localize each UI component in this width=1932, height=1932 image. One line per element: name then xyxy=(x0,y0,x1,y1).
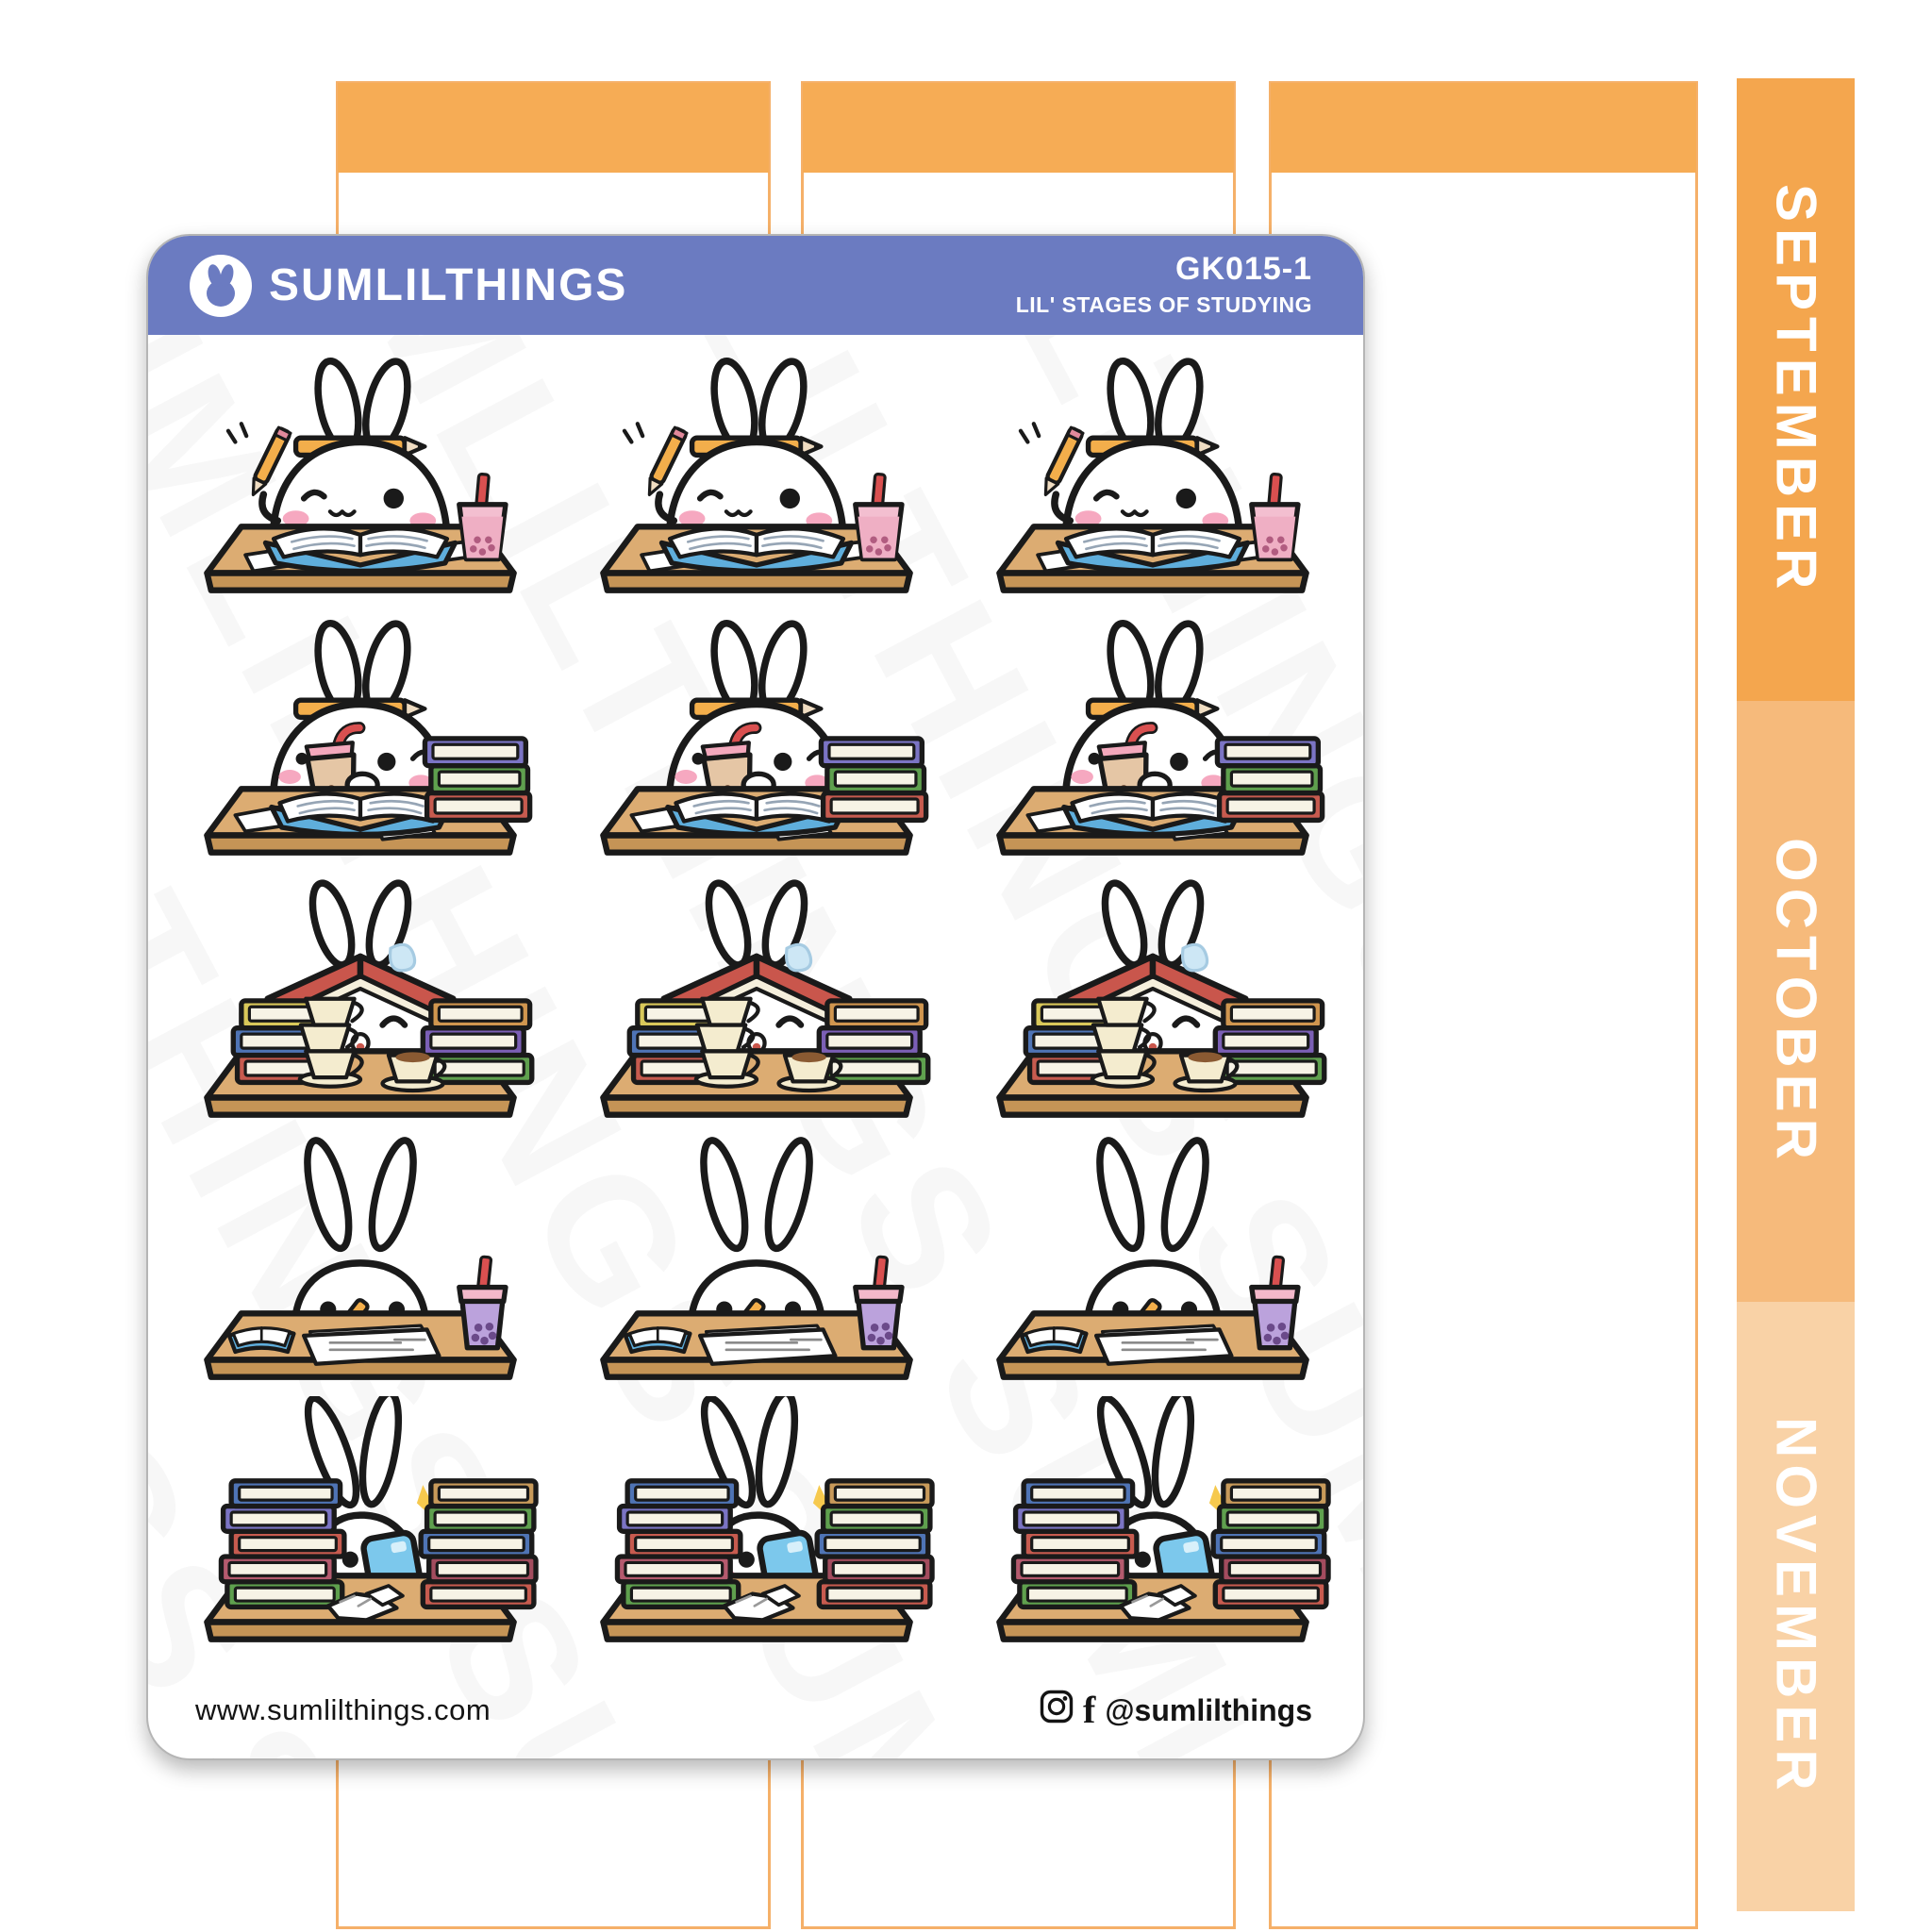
product-code: GK015-1 xyxy=(1175,251,1312,287)
sticker-bunny-overwhelmed-book-stacks-phone xyxy=(563,1396,950,1658)
sticker-bunny-writing-notes-boba xyxy=(959,1134,1346,1396)
sticker-bunny-writing-pencil-raised xyxy=(167,347,554,609)
website-url: www.sumlilthings.com xyxy=(195,1693,491,1726)
sticker-bunny-overwhelmed-book-stacks-phone xyxy=(959,1396,1346,1658)
sticker-bunny-asleep-book-on-head-teacups xyxy=(959,872,1346,1134)
month-tab-september: SEPTEMBER xyxy=(1737,78,1855,701)
planner-box-header xyxy=(338,83,769,173)
sticker-bunny-overwhelmed-book-stacks-phone xyxy=(167,1396,554,1658)
month-tab-november: NOVEMBER xyxy=(1737,1302,1855,1911)
sticker-bunny-asleep-book-on-head-teacups xyxy=(167,872,554,1134)
sticker-sheet: SUMLILTHINGS SUMLILTHINGS SUMLILTHINGS S… xyxy=(146,234,1365,1760)
sticker-bunny-writing-notes-boba xyxy=(563,1134,950,1396)
sticker-bunny-writing-pencil-raised xyxy=(563,347,950,609)
instagram-icon xyxy=(1040,1690,1074,1731)
sticker-bunny-writing-notes-boba xyxy=(167,1134,554,1396)
sheet-footer: www.sumlilthings.com f @sumlilthings xyxy=(195,1689,1312,1732)
product-title: LIL' STAGES OF STUDYING xyxy=(1015,292,1312,317)
planner-box-header xyxy=(803,83,1234,173)
brand-logo-bunny-icon xyxy=(190,255,252,317)
sticker-grid xyxy=(167,347,1346,1658)
planner-box-header xyxy=(1271,83,1696,173)
month-tab-october: OCTOBER xyxy=(1737,701,1855,1302)
sticker-bunny-drinking-boba-with-books xyxy=(167,609,554,872)
sticker-bunny-writing-pencil-raised xyxy=(959,347,1346,609)
sticker-bunny-drinking-boba-with-books xyxy=(959,609,1346,872)
sheet-header: SUMLILTHINGS GK015-1 LIL' STAGES OF STUD… xyxy=(148,236,1363,335)
sticker-bunny-drinking-boba-with-books xyxy=(563,609,950,872)
social-handle: @sumlilthings xyxy=(1105,1692,1312,1727)
brand-name: SUMLILTHINGS xyxy=(269,260,628,310)
sticker-bunny-asleep-book-on-head-teacups xyxy=(563,872,950,1134)
facebook-icon: f xyxy=(1083,1689,1096,1731)
